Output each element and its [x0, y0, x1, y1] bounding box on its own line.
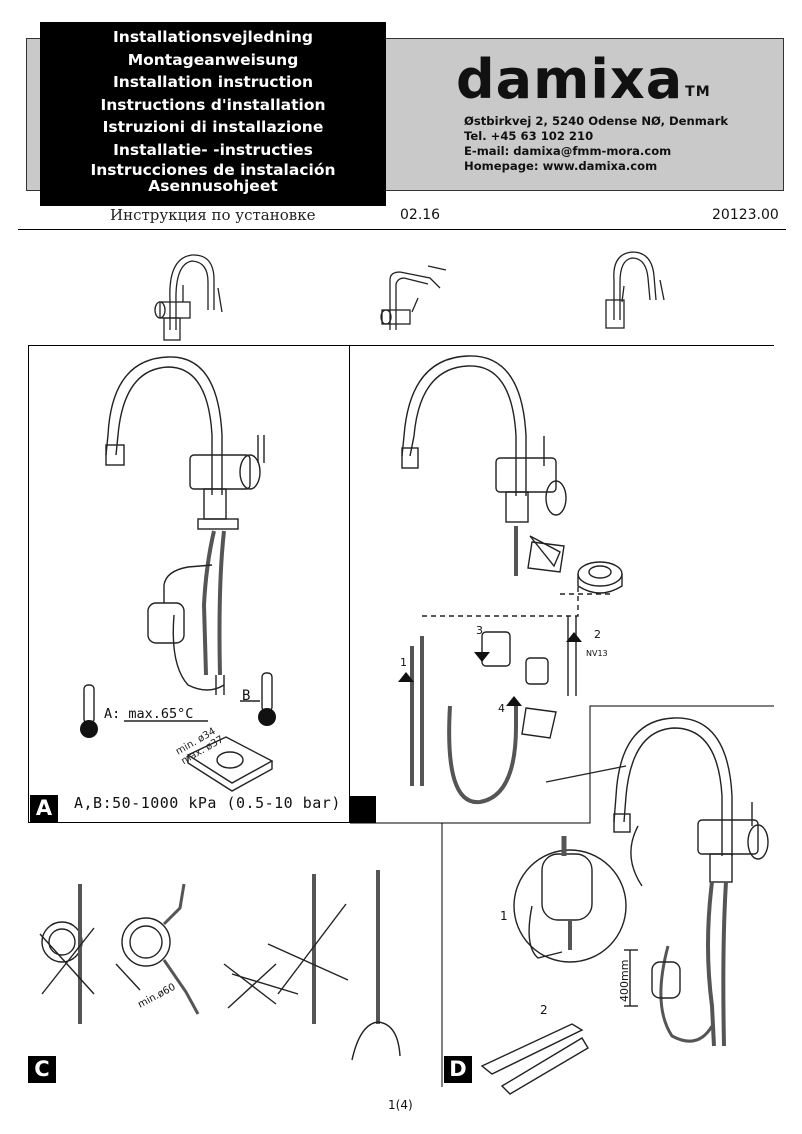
title-italian: Istruzioni di installazione [102, 118, 324, 137]
panel-c-label: C [28, 1056, 56, 1083]
pressure-range: A,B:50-1000 kPa (0.5-10 bar) [74, 794, 341, 812]
doc-number: 20123.00 [712, 207, 779, 223]
title-finnish: Asennusohjeet [148, 176, 278, 195]
title-spanish: Instrucciones de instalación [90, 160, 336, 179]
doc-date: 02.16 [400, 207, 441, 223]
brand-name: damixa [456, 48, 684, 111]
trademark: TM [685, 84, 711, 100]
section-divider [28, 345, 774, 346]
faucet-variant-2 [380, 265, 447, 330]
email: E-mail: damixa@fmm-mora.com [464, 144, 672, 158]
panel-d-illustration: 1 2 400mm [480, 717, 769, 1095]
min-radius: min.ø60 [136, 982, 177, 1011]
b-label: B [242, 688, 251, 704]
panel-a-illustration: min. ø34 max. ø37 [80, 356, 276, 792]
title-french: Instructions d'installation [100, 95, 326, 114]
cold-bulb-icon [80, 720, 98, 738]
panel-a-label: A [30, 795, 58, 822]
title-block: Installationsvejledning Montageanweisung… [40, 22, 386, 206]
hot-bulb-icon [258, 708, 276, 726]
homepage: Homepage: www.damixa.com [464, 159, 658, 173]
step-4-label: 4 [498, 702, 505, 715]
faucet-variant-3 [605, 251, 665, 329]
max-temperature: A: max.65°C [104, 706, 194, 722]
wrench-twist-crossed [223, 874, 349, 1024]
wide-loop-hose [115, 883, 200, 1015]
nv-label: NV13 [586, 649, 608, 658]
page-number: 1(4) [388, 1098, 413, 1112]
panel-d-label: D [444, 1056, 472, 1083]
panel-b-left-border [349, 345, 350, 823]
title-russian: Инструкция по установке [110, 206, 316, 224]
faucet-variants-illustration [154, 251, 665, 341]
header-divider [18, 229, 786, 230]
panel-b-label [350, 796, 376, 823]
title-german: Montageanweisung [127, 50, 299, 69]
title-dutch: Installatie- -instructies [113, 140, 313, 159]
d-step-1-label: 1 [500, 909, 508, 923]
step-1-label: 1 [400, 656, 407, 669]
step-3-label: 3 [476, 624, 483, 637]
tight-loop-hose [39, 884, 95, 1024]
hand-hold-correct [351, 870, 401, 1061]
title-english: Installation instruction [112, 73, 314, 92]
panel-c-illustration: min.ø60 [39, 870, 401, 1061]
step-2-label: 2 [594, 628, 601, 641]
title-danish: Installationsvejledning [113, 28, 313, 46]
address: Østbirkvej 2, 5240 Odense NØ, Denmark [464, 114, 729, 128]
distance-label: 400mm [618, 960, 631, 1002]
contact-block: Østbirkvej 2, 5240 Odense NØ, Denmark Te… [464, 114, 728, 174]
phone: Tel. +45 63 102 210 [464, 129, 594, 143]
faucet-variant-1 [154, 254, 223, 341]
d-step-2-label: 2 [540, 1003, 548, 1017]
panel-b-illustration: 1 2 3 4 NV13 [398, 355, 623, 805]
